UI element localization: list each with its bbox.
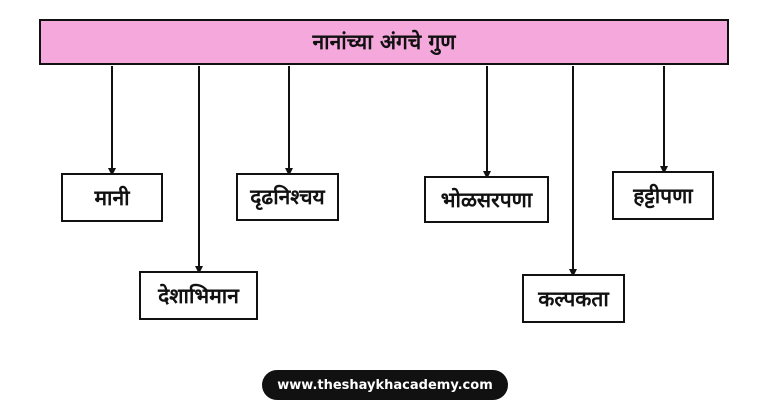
- node-label: देशाभिमान: [158, 283, 239, 308]
- node-label: कल्पकता: [538, 286, 609, 311]
- node-drudhanishchay: दृढनिश्चय: [236, 173, 339, 221]
- node-label: भोळसरपणा: [440, 187, 533, 212]
- node-deshabhiman: देशाभिमान: [139, 271, 258, 320]
- node-label: दृढनिश्चय: [250, 185, 325, 209]
- node-label: हट्टीपणा: [633, 183, 693, 208]
- node-hattipana: हट्टीपणा: [612, 171, 714, 220]
- diagram-title: नानांच्या अंगचे गुण: [312, 30, 456, 54]
- diagram-title-bar: नानांच्या अंगचे गुण: [39, 19, 729, 65]
- node-label: मानी: [94, 185, 130, 210]
- node-bholsarpana: भोळसरपणा: [424, 176, 549, 223]
- website-url-badge: www.theshaykhacademy.com: [262, 370, 508, 400]
- node-mani: मानी: [61, 173, 163, 222]
- website-url: www.theshaykhacademy.com: [277, 377, 493, 393]
- node-kalpakata: कल्पकता: [522, 274, 625, 323]
